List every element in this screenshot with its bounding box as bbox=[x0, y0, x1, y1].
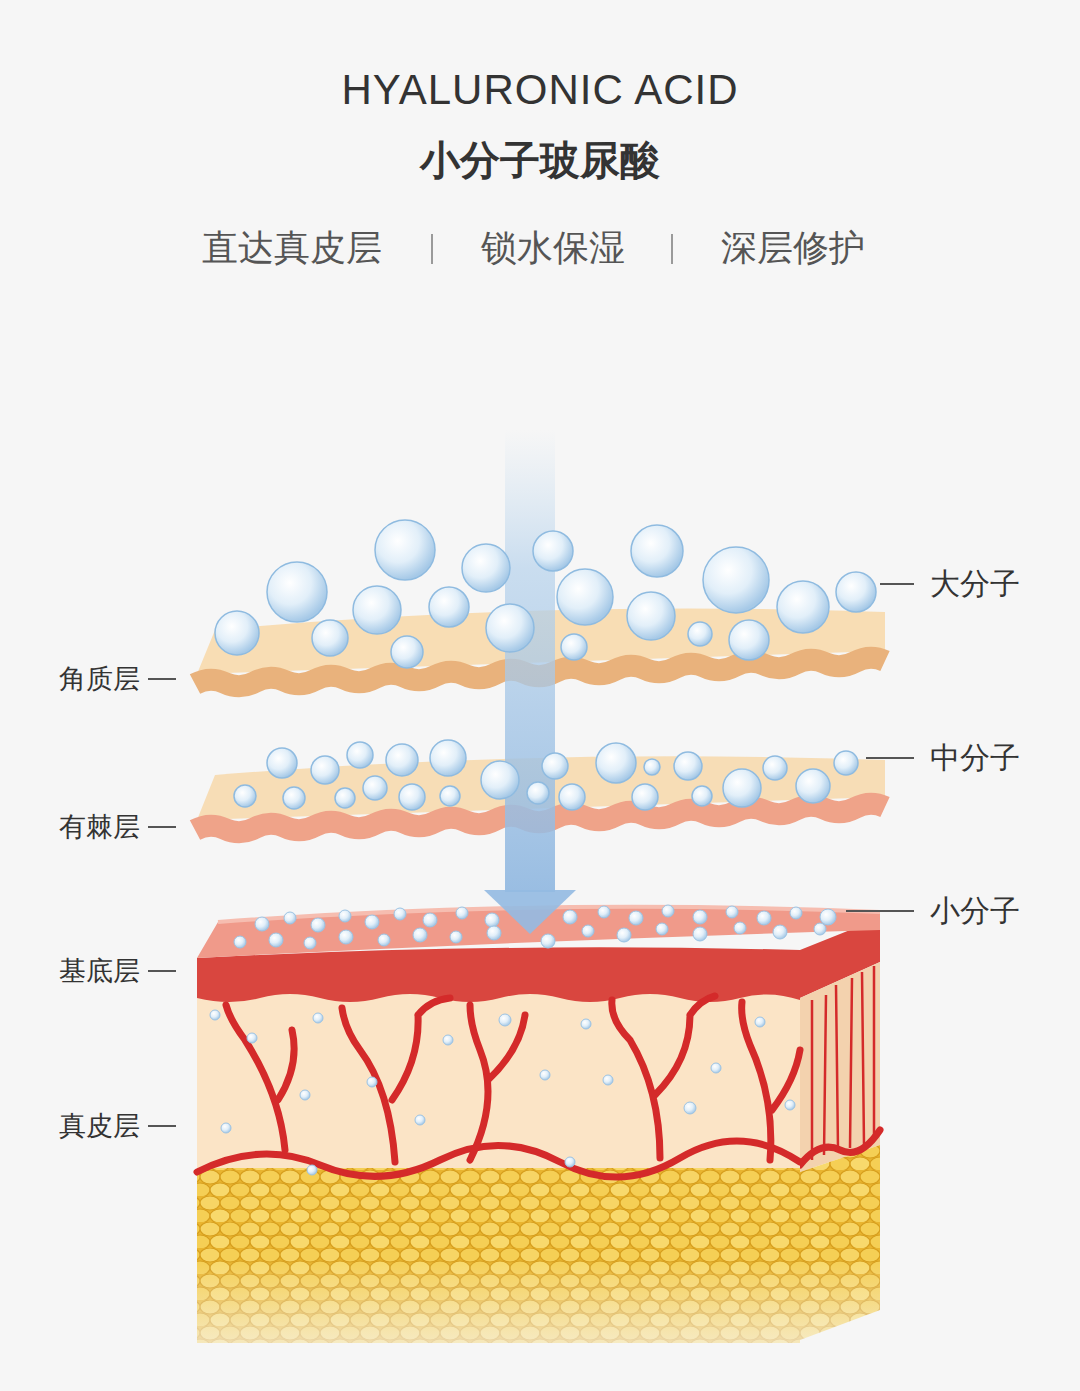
layer-label: 真皮层 bbox=[59, 1110, 140, 1142]
molecule-label: 大分子 bbox=[930, 566, 1020, 602]
subtitle: 小分子玻尿酸 bbox=[420, 136, 660, 184]
molecule-label: 中分子 bbox=[930, 740, 1020, 776]
tagline: 深层修护 bbox=[721, 226, 865, 269]
tagline: 直达真皮层 bbox=[202, 226, 382, 269]
tagline: 锁水保湿 bbox=[481, 226, 625, 269]
layer-label: 有棘层 bbox=[59, 811, 140, 843]
layer-label: 基底层 bbox=[59, 955, 140, 987]
layer-label: 角质层 bbox=[59, 663, 140, 695]
molecule-label: 小分子 bbox=[930, 893, 1020, 929]
title: HYALURONIC ACID bbox=[342, 65, 739, 115]
